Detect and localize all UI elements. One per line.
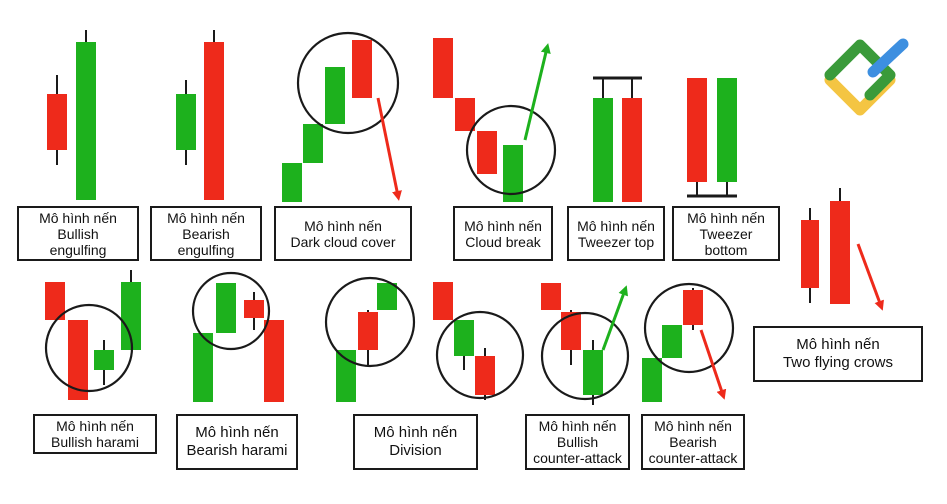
brand-logo-icon bbox=[824, 38, 909, 116]
bullish-candle bbox=[336, 350, 356, 402]
highlight-circle bbox=[435, 310, 525, 400]
bearish-candle bbox=[687, 78, 707, 182]
bearish-candle bbox=[204, 42, 224, 200]
label-dark-cloud-cover: Mô hình nến Dark cloud cover bbox=[274, 206, 412, 261]
bearish-candle bbox=[475, 356, 495, 395]
bullish-candle bbox=[121, 282, 141, 350]
highlight-circle bbox=[44, 303, 134, 393]
bearish-candle bbox=[622, 98, 642, 202]
bearish-candle bbox=[352, 40, 372, 98]
red-arrow-icon bbox=[376, 97, 402, 201]
bullish-candle bbox=[454, 320, 474, 356]
bullish-candle bbox=[94, 350, 114, 370]
label-cloud-break: Mô hình nến Cloud break bbox=[453, 206, 553, 261]
highlight-circle bbox=[465, 104, 557, 196]
bullish-candle bbox=[662, 325, 682, 358]
bearish-candle bbox=[477, 131, 497, 174]
bearish-candle bbox=[433, 282, 453, 320]
bullish-candle bbox=[303, 124, 323, 163]
bullish-candle bbox=[593, 98, 613, 202]
bearish-candle bbox=[455, 98, 475, 131]
bearish-candle bbox=[541, 283, 561, 310]
label-tweezer-top: Mô hình nến Tweezer top bbox=[567, 206, 665, 261]
label-bullish-engulfing: Mô hình nến Bullish engulfing bbox=[17, 206, 139, 261]
red-arrow-icon bbox=[856, 243, 884, 311]
bullish-candle bbox=[282, 163, 302, 202]
bearish-candle bbox=[68, 320, 88, 400]
bearish-candle bbox=[683, 290, 703, 325]
red-arrow-icon bbox=[699, 329, 727, 400]
label-division: Mô hình nến Division bbox=[353, 414, 478, 470]
highlight-circle bbox=[324, 276, 416, 368]
bullish-candle bbox=[216, 283, 236, 333]
bullish-candle bbox=[642, 358, 662, 402]
bearish-candle bbox=[264, 320, 284, 402]
bearish-candle bbox=[358, 312, 378, 350]
green-arrow-icon bbox=[523, 43, 551, 141]
bullish-candle bbox=[176, 94, 196, 150]
highlight-circle bbox=[296, 31, 400, 135]
highlight-circle bbox=[191, 271, 271, 351]
bearish-candle bbox=[433, 38, 453, 98]
green-arrow-icon bbox=[601, 285, 628, 351]
label-two-flying-crows: Mô hình nến Two flying crows bbox=[753, 326, 923, 382]
bearish-candle bbox=[45, 282, 65, 320]
highlight-circle bbox=[643, 282, 735, 374]
label-bearish-counter-attack: Mô hình nến Bearish counter-attack bbox=[641, 414, 745, 470]
label-bearish-harami: Mô hình nến Bearish harami bbox=[176, 414, 298, 470]
bullish-candle bbox=[193, 333, 213, 402]
bearish-candle bbox=[47, 94, 67, 150]
bullish-candle bbox=[377, 283, 397, 310]
label-tweezer-bottom: Mô hình nến Tweezer bottom bbox=[672, 206, 780, 261]
bearish-candle bbox=[244, 300, 264, 318]
bearish-candle bbox=[801, 220, 819, 288]
bullish-candle bbox=[325, 67, 345, 124]
label-bearish-engulfing: Mô hình nến Bearish engulfing bbox=[150, 206, 262, 261]
highlight-circle bbox=[540, 311, 630, 401]
bullish-candle bbox=[503, 145, 523, 202]
bullish-candle bbox=[76, 42, 96, 200]
bullish-candle bbox=[717, 78, 737, 182]
bearish-candle bbox=[561, 312, 581, 350]
label-bullish-counter-attack: Mô hình nến Bullish counter-attack bbox=[525, 414, 630, 470]
bearish-candle bbox=[830, 201, 850, 304]
bullish-candle bbox=[583, 350, 603, 395]
label-bullish-harami: Mô hình nến Bullish harami bbox=[33, 414, 157, 454]
